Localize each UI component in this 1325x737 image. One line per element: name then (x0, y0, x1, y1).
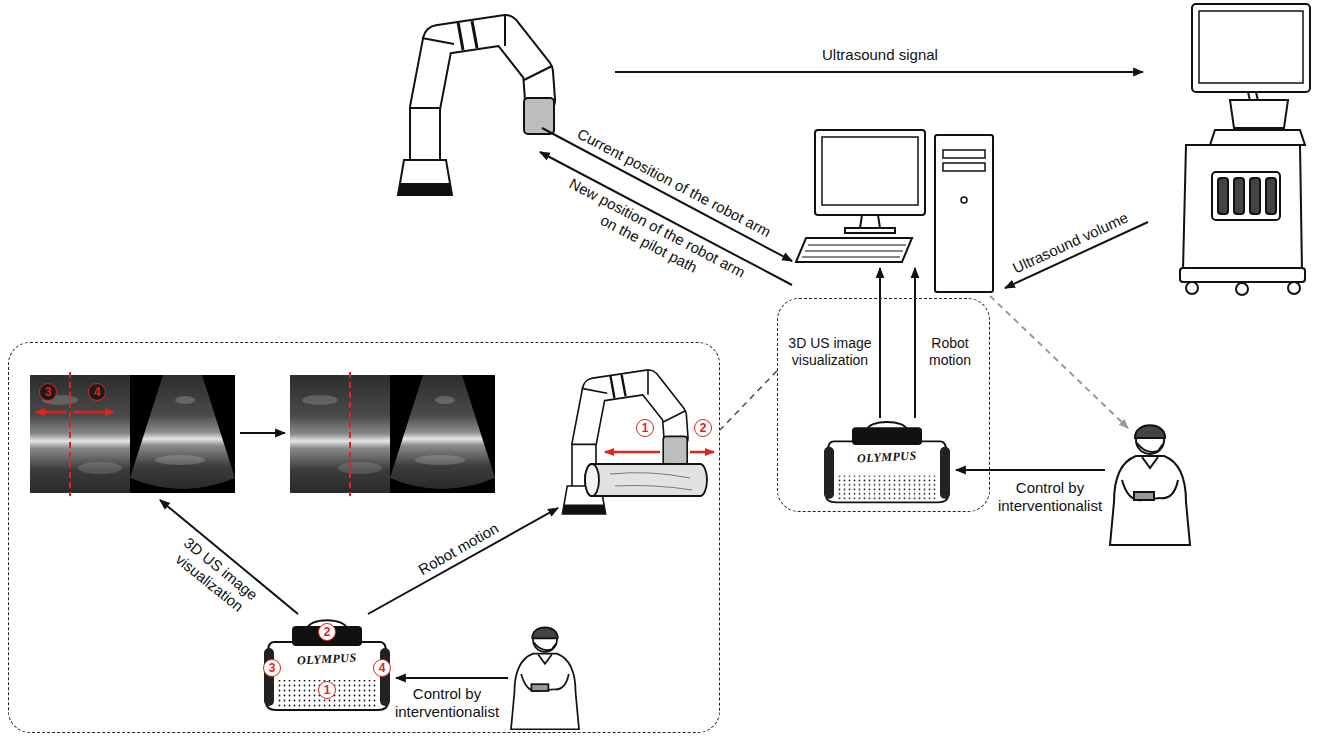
surgeon-figure (1110, 425, 1190, 545)
robot-arm (398, 14, 554, 195)
arrow (990, 296, 1128, 428)
pedal-drawing (276, 680, 378, 707)
ultrasound-machine (1250, 178, 1260, 214)
foot-pedal: OLYMPUS (822, 420, 952, 505)
arrow-label: Ultrasound volume (1009, 209, 1130, 278)
computer (796, 238, 912, 262)
computer (802, 245, 906, 257)
phantom-cylinder (610, 473, 692, 490)
computer (935, 135, 993, 292)
motion-arrow (74, 411, 114, 414)
motion-arrow (36, 411, 66, 414)
arrow-label: 3D US image visualization (785, 335, 875, 369)
computer (822, 137, 918, 205)
computer (796, 130, 993, 292)
pedal-drawing (264, 648, 274, 706)
arrow-label: Robot motion (415, 519, 501, 579)
ultrasound-machine (1234, 178, 1244, 214)
callout-number: 3 (39, 383, 57, 401)
arrow-label: 3D US image visualization (165, 531, 265, 622)
ultrasound-machine (1180, 4, 1310, 295)
motion-arrow (690, 451, 714, 454)
ultrasound-machine (1186, 282, 1198, 294)
computer (943, 163, 985, 171)
pedal-drawing (852, 427, 922, 445)
dashed-link (720, 371, 777, 430)
callout-number: 4 (88, 383, 106, 401)
surgeon-figure (511, 627, 579, 729)
arrow (615, 71, 1143, 73)
surgeon-figure (511, 627, 579, 729)
arrow-label: Control by interventionalist (993, 479, 1108, 515)
arrow-label: Ultrasound signal (822, 46, 938, 64)
dashed-region: 3D US image visualization Robot motionOLY… (777, 298, 990, 512)
arrow-label: Robot motion (924, 335, 976, 369)
phantom-cylinder (585, 464, 707, 496)
ultrasound-machine (1212, 172, 1280, 220)
ultrasound-image (70, 372, 350, 496)
arrow (396, 677, 508, 679)
callout-number: 4 (373, 659, 391, 677)
ultrasound-machine (1210, 130, 1305, 145)
ultrasound-machine (1199, 11, 1303, 83)
arrow (956, 469, 1105, 471)
callout-number: 1 (318, 681, 336, 699)
ultrasound-machine (1218, 178, 1228, 214)
surgeon-figure (1110, 425, 1190, 545)
computer (943, 150, 985, 158)
computer (860, 215, 880, 228)
ultrasound-machine (1236, 283, 1248, 295)
arrow (914, 268, 916, 418)
computer (845, 228, 895, 233)
ultrasound-image (30, 372, 495, 496)
callout-number: 3 (263, 659, 281, 677)
ultrasound-machine (1230, 100, 1288, 128)
callout-number: 2 (318, 623, 336, 641)
computer (961, 197, 967, 203)
arrow-label: Control by interventionalist (390, 685, 505, 721)
computer (815, 130, 925, 215)
ultrasound-machine (1180, 268, 1305, 282)
arrow (879, 268, 881, 418)
arrow (160, 72, 1148, 678)
ultrasound-machine (1183, 145, 1302, 270)
pedal-drawing (380, 648, 390, 706)
pedal-drawing (266, 642, 388, 710)
motion-arrow (36, 412, 714, 452)
motion-arrow (605, 451, 660, 454)
arrow-label: New position of the robot arm on the pil… (552, 171, 755, 300)
arrow (240, 432, 285, 434)
ultrasound-image (30, 375, 235, 493)
pedal-drawing (826, 441, 948, 502)
ultrasound-image (290, 375, 495, 493)
callout-number: 1 (636, 419, 654, 437)
pedal-drawing (824, 447, 834, 499)
ultrasound-machine (1192, 4, 1310, 92)
phantom-cylinder (585, 464, 707, 496)
arrow (368, 508, 558, 614)
ultrasound-machine (1266, 178, 1276, 214)
dashed-region: 3D US image visualization Robot motionCon… (8, 342, 720, 733)
callout-number: 2 (694, 419, 712, 437)
robot-arm (398, 14, 554, 195)
phantom-cylinder (585, 464, 599, 496)
pedal-drawing (836, 475, 938, 499)
ultrasound-machine (1288, 282, 1300, 294)
pedal-drawing (940, 447, 950, 499)
